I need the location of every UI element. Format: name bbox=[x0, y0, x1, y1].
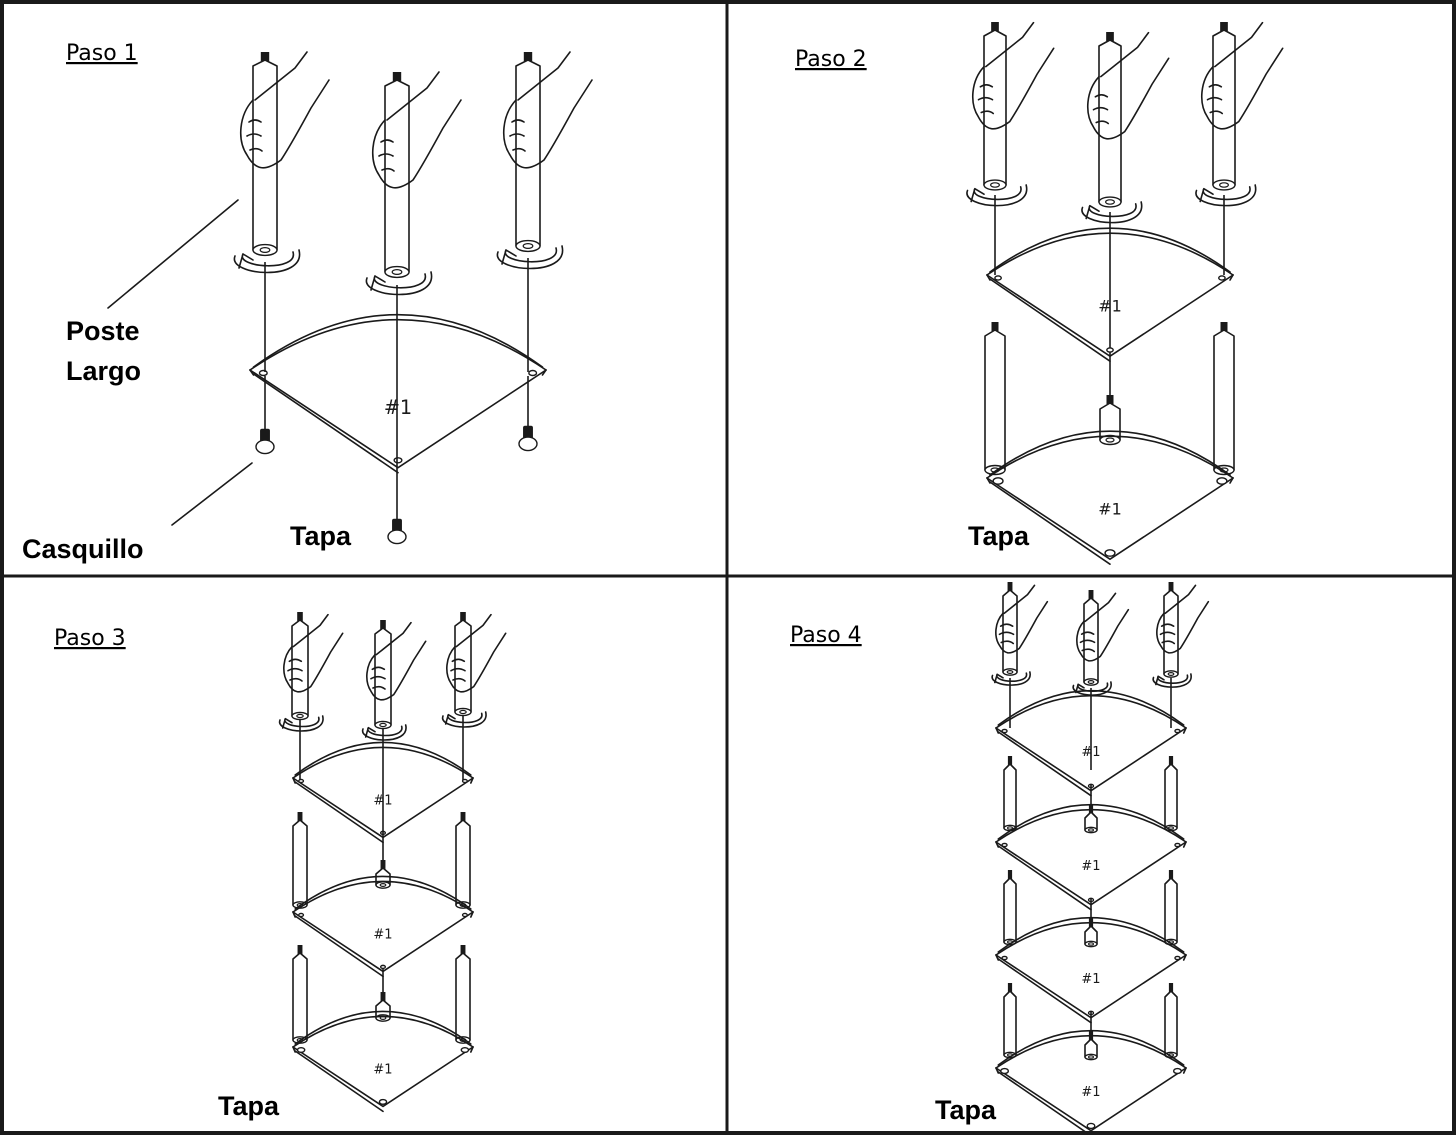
shelf-label: #1 bbox=[373, 1063, 392, 1078]
top-label-4: Tapa bbox=[935, 1095, 997, 1125]
step-label-1: Paso 1 bbox=[66, 41, 138, 66]
panel4-post-3l bbox=[1003, 983, 1017, 1059]
panel1-bushing-left bbox=[255, 428, 275, 455]
panel1-hand-post-2 bbox=[365, 71, 462, 296]
shelf-label: #1 bbox=[1081, 972, 1100, 987]
shelf-label: #1 bbox=[1081, 1085, 1100, 1100]
panel2-hand-post-2 bbox=[1081, 31, 1170, 224]
shelf-label: #1 bbox=[373, 794, 392, 809]
panel4-hand-post-3-post bbox=[1163, 582, 1179, 678]
panel4-hand-post-1-post bbox=[1002, 582, 1018, 676]
panel4-post-2r bbox=[1164, 870, 1178, 946]
panel3-hand-post-1 bbox=[279, 613, 344, 732]
shelf-label: #1 bbox=[1081, 859, 1100, 874]
shelf-number-labels: #1 #1 #1 #1 #1 #1 #1 #1 #1 #1 bbox=[373, 297, 1121, 1101]
panel2-hand-post-1 bbox=[966, 21, 1055, 207]
top-label-3: Tapa bbox=[218, 1091, 280, 1121]
panel2-hand-post-2-post bbox=[1098, 32, 1122, 208]
post-leader-line bbox=[107, 199, 239, 309]
panel3-hand-post-3 bbox=[442, 613, 507, 728]
step-label-3: Paso 3 bbox=[54, 626, 126, 651]
panel3-hand-post-1-post bbox=[291, 612, 309, 721]
step-label-2: Paso 2 bbox=[795, 47, 867, 72]
panel1-hand-post-3-post bbox=[515, 52, 541, 253]
panel3-post-1l bbox=[292, 812, 308, 909]
panel3-shelf-3 bbox=[292, 1010, 474, 1113]
panel1-hand-post-3 bbox=[496, 51, 593, 270]
panel4-shelf-3 bbox=[995, 917, 1187, 1024]
panel2-post-left bbox=[984, 322, 1006, 476]
panel3-post-1f bbox=[375, 860, 391, 889]
bushing-leader-line bbox=[171, 462, 253, 526]
panel1-bushing-right bbox=[518, 425, 538, 452]
panel3-shelf-2 bbox=[292, 875, 474, 978]
panel4-shelf-2 bbox=[995, 804, 1187, 911]
shelf-label: #1 bbox=[373, 928, 392, 943]
panel4-hand-post-1 bbox=[991, 584, 1049, 686]
panel3-hand-post-2 bbox=[362, 621, 427, 741]
panel4-post-1f bbox=[1084, 804, 1098, 834]
panel4-post-3r bbox=[1164, 983, 1178, 1059]
panel2-shelf-bottom bbox=[986, 430, 1234, 565]
panel1-hand-post-1-post bbox=[252, 52, 278, 257]
panel1-bushing-front bbox=[387, 518, 407, 545]
top-label-1: Tapa bbox=[290, 521, 352, 551]
shelf-label: #1 bbox=[1098, 297, 1122, 316]
panel2-hand-post-3 bbox=[1195, 21, 1284, 207]
panel2-shelf-top bbox=[986, 227, 1234, 362]
panel1-hand-post-1 bbox=[233, 51, 330, 274]
top-label-2: Tapa bbox=[968, 521, 1030, 551]
panel1-shelf bbox=[249, 314, 547, 474]
post-label-line1: Poste bbox=[66, 316, 140, 346]
panel4-post-2l bbox=[1003, 870, 1017, 946]
panel4-hand-post-2 bbox=[1072, 592, 1130, 696]
panel2-hand-post-3-post bbox=[1212, 22, 1236, 191]
panel2-hand-post-1-post bbox=[983, 22, 1007, 191]
panel3-hand-post-2-post bbox=[374, 620, 392, 730]
panel4-post-1r bbox=[1164, 756, 1178, 832]
panel3-post-2r bbox=[455, 945, 471, 1044]
bushing-label: Casquillo bbox=[22, 534, 144, 564]
panel4-post-2f bbox=[1084, 918, 1098, 948]
post-label-line2: Largo bbox=[66, 356, 141, 386]
panel3-post-2l bbox=[292, 945, 308, 1044]
shelf-label: #1 bbox=[1081, 745, 1100, 760]
panel3-hand-post-3-post bbox=[454, 612, 472, 717]
panel4-post-1l bbox=[1003, 756, 1017, 832]
step-label-4: Paso 4 bbox=[790, 623, 862, 648]
assembly-drawings bbox=[107, 21, 1284, 1135]
panel4-hand-post-2-post bbox=[1083, 590, 1099, 686]
panel3-post-1r bbox=[455, 812, 471, 909]
panel4-shelf-4 bbox=[995, 1030, 1187, 1135]
panel2-post-right bbox=[1213, 322, 1235, 476]
panel4-hand-post-3 bbox=[1152, 584, 1210, 688]
shelf-label: #1 bbox=[384, 396, 412, 419]
shelf-label: #1 bbox=[1098, 500, 1122, 519]
panel1-hand-post-2-post bbox=[384, 72, 410, 279]
